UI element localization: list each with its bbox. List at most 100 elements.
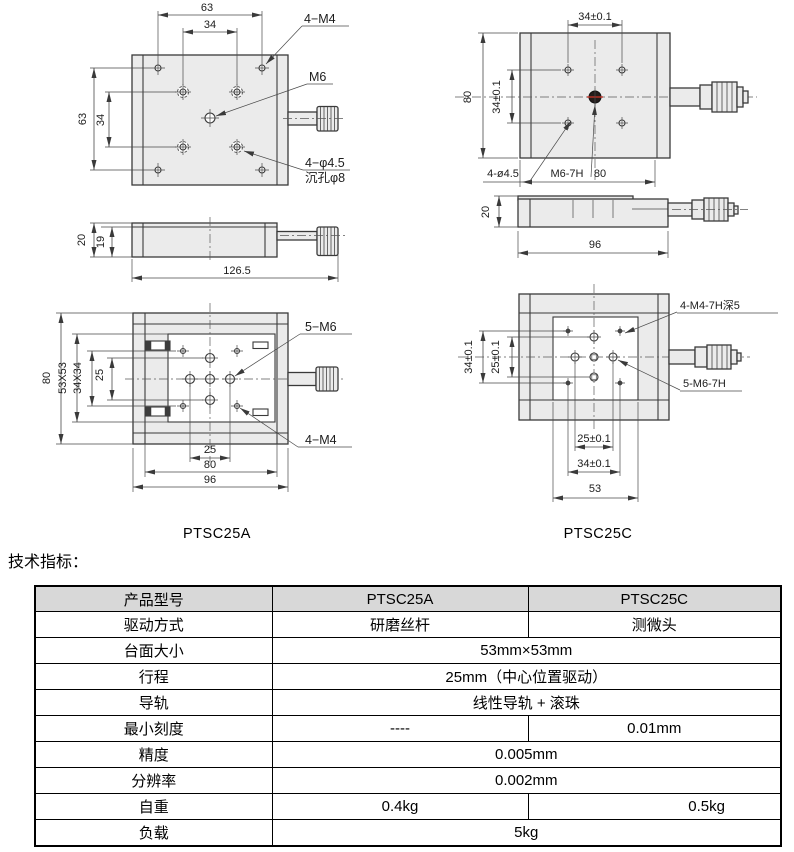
- value-c: 0.5kg: [527, 793, 782, 820]
- m4-holes: [177, 345, 243, 412]
- table-row-load: 负载 5kg: [34, 819, 782, 847]
- value-span: 5kg: [271, 819, 782, 847]
- dim-left-25: 25±0.1: [490, 340, 502, 374]
- dim-left-63: 63: [77, 113, 89, 125]
- dim-left-80: 80: [462, 91, 474, 103]
- table-row-table-size: 台面大小 53mm×53mm: [34, 637, 782, 664]
- dim-top-63: 63: [201, 2, 213, 14]
- table-row-weight: 自重 0.4kg 0.5kg: [34, 793, 782, 820]
- value-a: ----: [271, 715, 529, 742]
- value-c: 0.01mm: [527, 715, 782, 742]
- row-label: 台面大小: [34, 637, 273, 664]
- dimension-lines: [90, 11, 263, 171]
- dim-height-20: 20: [76, 234, 88, 246]
- dim-bottom-80: 80: [594, 168, 606, 180]
- drive-knob: [283, 105, 346, 132]
- dimension-lines: [494, 195, 669, 258]
- micrometer-head: [667, 197, 748, 222]
- spec-table: 产品型号 PTSC25A PTSC25C 驱动方式 研磨丝杆 测微头 台面大小 …: [34, 585, 782, 847]
- value-span: 0.005mm: [271, 741, 782, 768]
- micrometer-head: [669, 81, 749, 113]
- dim-left-34: 34±0.1: [463, 340, 475, 374]
- dim-left-80: 80: [41, 372, 53, 384]
- table-row-travel: 行程 25mm（中心位置驱动）: [34, 663, 782, 690]
- value-span: 25mm（中心位置驱动）: [271, 663, 782, 690]
- row-label: 最小刻度: [34, 715, 273, 742]
- dim-height-20: 20: [480, 206, 492, 218]
- dimension-lines: [90, 222, 339, 282]
- label-4-m4-7h: 4-M4-7H深5: [680, 299, 740, 312]
- row-label: 驱动方式: [34, 611, 273, 638]
- dim-bottom-25: 25: [204, 444, 216, 456]
- dim-bottom-80: 80: [204, 459, 216, 471]
- ptsc25a-top-view: 63 34 63 34 4−M4 M6 4−φ4.5 沉孔φ8: [77, 2, 350, 186]
- m6-holes: [568, 330, 620, 382]
- dim-left-34: 34±0.1: [491, 80, 503, 114]
- dim-top-34: 34±0.1: [578, 11, 612, 23]
- header-cell-ptsc25c: PTSC25C: [527, 585, 782, 612]
- label-counterbore: 4−φ4.5: [305, 156, 345, 170]
- label-m6: M6: [309, 70, 326, 84]
- dim-left-53x53: 53X53: [57, 362, 69, 394]
- dim-bottom-96: 96: [204, 474, 216, 486]
- caption-ptsc25a: PTSC25A: [183, 526, 251, 542]
- dimension-lines: [478, 20, 656, 187]
- m4-holes: [563, 326, 625, 388]
- label-4-m4: 4−M4: [304, 12, 336, 26]
- row-label: 自重: [34, 793, 273, 820]
- counterbore-holes: [175, 84, 245, 155]
- drive-knob: [287, 366, 339, 392]
- dim-bottom-53: 53: [589, 483, 601, 495]
- dimension-lines: [479, 330, 639, 502]
- value-c: 测微头: [527, 611, 782, 638]
- table-row-drive: 驱动方式 研磨丝杆 测微头: [34, 611, 782, 638]
- value-span: 0.002mm: [271, 767, 782, 794]
- ptsc25a-side-view: 20 19 126.5: [76, 217, 346, 282]
- drive-knob: [276, 226, 346, 257]
- header-cell-model: 产品型号: [34, 585, 273, 612]
- dim-bottom-34: 34±0.1: [577, 458, 611, 470]
- label-5-m6: 5−M6: [305, 320, 337, 334]
- ptsc25a-bottom-view: 80 53X53 34X34 25 25 80 96 5−M6 4−M4: [41, 303, 352, 492]
- dim-left-34: 34: [95, 114, 107, 126]
- dim-left-34x34: 34X34: [72, 362, 84, 394]
- table-row-accuracy: 精度 0.005mm: [34, 741, 782, 768]
- value-span: 线性导轨 + 滚珠: [271, 689, 782, 716]
- row-label: 分辨率: [34, 767, 273, 794]
- header-cell-ptsc25a: PTSC25A: [271, 585, 529, 612]
- m4-holes: [151, 61, 269, 177]
- table-row-guide: 导轨 线性导轨 + 滚珠: [34, 689, 782, 716]
- label-m6-7h: M6-7H: [550, 168, 583, 180]
- label-5-m6-7h: 5-M6-7H: [683, 378, 726, 390]
- dim-length-96: 96: [589, 239, 601, 251]
- leader-labels: 4-ø4.5 M6-7H 80: [487, 104, 606, 182]
- row-label: 精度: [34, 741, 273, 768]
- m6-center-hole: [201, 109, 219, 127]
- dim-height-19: 19: [95, 236, 107, 248]
- dim-left-25: 25: [94, 369, 106, 381]
- leader-labels: 5−M6 4−M4: [234, 320, 352, 448]
- label-4-m4: 4−M4: [305, 433, 337, 447]
- label-counterbore-2: 沉孔φ8: [305, 171, 345, 185]
- dim-top-34: 34: [204, 19, 216, 31]
- row-label: 行程: [34, 663, 273, 690]
- value-a: 研磨丝杆: [271, 611, 529, 638]
- table-row-resolution: 分辨率 0.002mm: [34, 767, 782, 794]
- leader-labels: 4−M4 M6 4−φ4.5 沉孔φ8: [215, 12, 350, 185]
- section-heading: 技术指标：: [8, 554, 89, 571]
- micrometer-head: [668, 344, 742, 370]
- dim-bottom-25: 25±0.1: [577, 433, 611, 445]
- dim-length-126-5: 126.5: [223, 265, 251, 277]
- ptsc25c-top-view: 34±0.1 80 34±0.1 4-ø4.5 M6-7H 80: [455, 11, 757, 187]
- m6-center-hole: [587, 88, 603, 106]
- table-row-min-graduation: 最小刻度 ---- 0.01mm: [34, 715, 782, 742]
- technical-drawings: 63 34 63 34 4−M4 M6 4−φ4.5 沉孔φ8: [41, 2, 778, 502]
- caption-ptsc25c: PTSC25C: [563, 526, 633, 542]
- ptsc25c-bottom-view: 34±0.1 25±0.1 25±0.1 34±0.1 53 4-M4-7H深5…: [458, 284, 778, 502]
- label-4-dia4-5: 4-ø4.5: [487, 168, 519, 180]
- value-a: 0.4kg: [271, 793, 529, 820]
- ptsc25c-side-view: 20 96: [480, 195, 748, 258]
- m6-holes: [182, 350, 238, 408]
- leader-labels: 4-M4-7H深5 5-M6-7H: [617, 299, 778, 392]
